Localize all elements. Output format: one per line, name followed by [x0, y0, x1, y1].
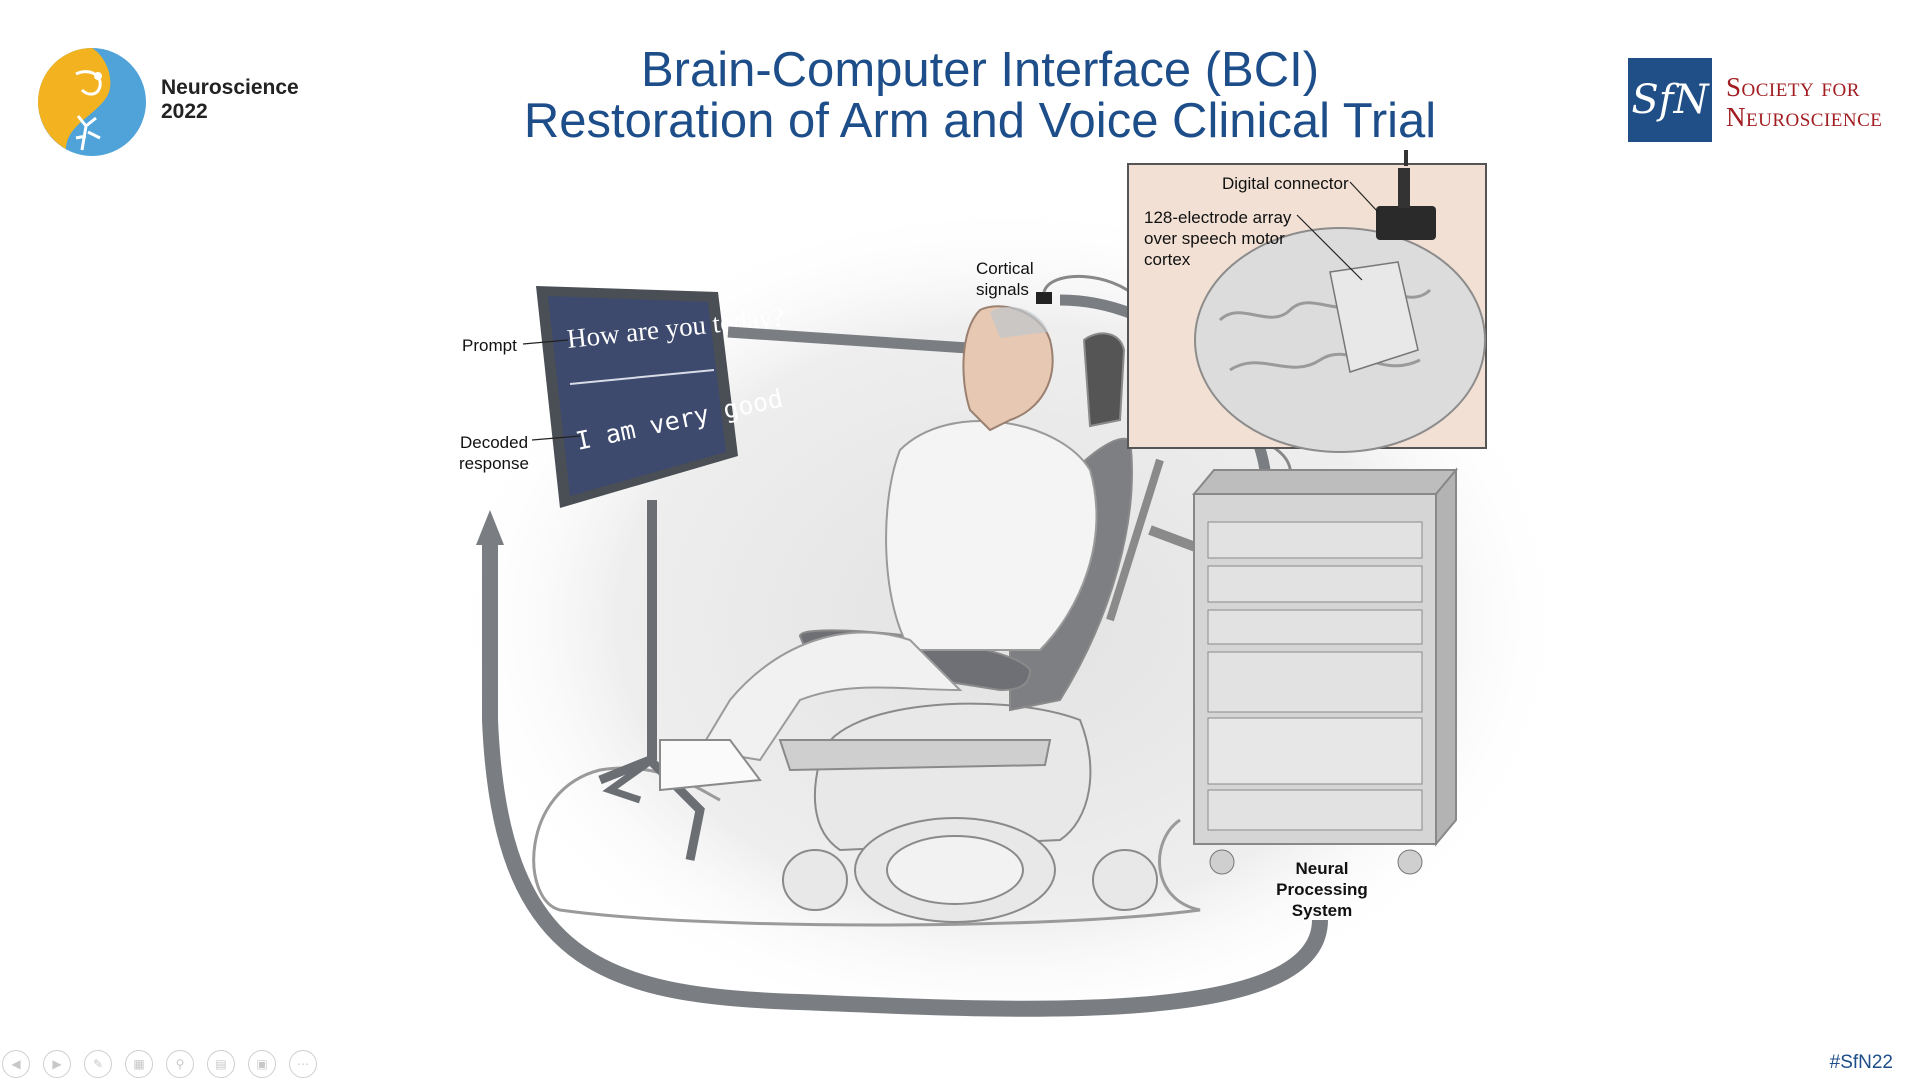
- head-connector: [1036, 292, 1052, 304]
- sfn-logo: SfN Society for Neuroscience: [1628, 58, 1908, 144]
- cortical-signals-label: Cortical signals: [976, 258, 1034, 300]
- brain-circle-icon: [38, 48, 146, 156]
- more-icon[interactable]: ⋯: [289, 1050, 317, 1078]
- next-icon[interactable]: ▶: [43, 1050, 71, 1078]
- cortical-line-1: Cortical: [976, 259, 1034, 278]
- decoded-response-label: Decoded response: [459, 432, 529, 474]
- title-line-2: Restoration of Arm and Voice Clinical Tr…: [523, 94, 1437, 148]
- electrode-array-label: 128-electrode array over speech motor co…: [1144, 207, 1291, 270]
- presenter-toolbar: ◀ ▶ ✎ ▦ ⚲ ▤ ▣ ⋯: [2, 1050, 317, 1080]
- patient: [659, 305, 1098, 792]
- sfn-mark: SfN: [1628, 58, 1712, 142]
- prompt-label: Prompt: [462, 336, 517, 355]
- nps-line-3: System: [1291, 901, 1353, 920]
- array-line-3: cortex: [1144, 250, 1191, 269]
- logo-line-1: Neuroscience: [161, 76, 299, 99]
- neural-processing-label: Neural Processing System: [1262, 858, 1382, 921]
- camera-icon[interactable]: ▣: [248, 1050, 276, 1078]
- feedback-arrow: [482, 540, 1328, 1017]
- array-line-1: 128-electrode array: [1144, 208, 1292, 227]
- cortical-line-2: signals: [976, 280, 1029, 299]
- sfn-line-1: Society for: [1726, 72, 1860, 102]
- slides-icon[interactable]: ▦: [125, 1050, 153, 1078]
- digital-connector-label: Digital connector: [1222, 174, 1349, 193]
- decoded-line-2: response: [459, 454, 529, 473]
- sfn-line-2: Neuroscience: [1726, 102, 1883, 132]
- previous-icon[interactable]: ◀: [2, 1050, 30, 1078]
- subtitles-icon[interactable]: ▤: [207, 1050, 235, 1078]
- decoded-line-1: Decoded: [460, 433, 529, 452]
- feedback-arrow-head: [476, 510, 504, 545]
- neural-processing-rack: [1191, 467, 1459, 875]
- nps-line-2: Processing: [1276, 880, 1368, 899]
- electrode-array: [1329, 261, 1419, 373]
- pen-icon[interactable]: ✎: [84, 1050, 112, 1078]
- prompt-arrow: [727, 326, 969, 354]
- neuroscience-2022-logo: Neuroscience 2022: [36, 46, 299, 160]
- zoom-icon[interactable]: ⚲: [166, 1050, 194, 1078]
- array-line-2: over speech motor: [1144, 229, 1285, 248]
- slide-title: Brain-Computer Interface (BCI) Restorati…: [430, 44, 1530, 146]
- monitor-screen: [548, 296, 726, 496]
- title-line-1: Brain-Computer Interface (BCI): [640, 43, 1320, 97]
- brain-inset: [1127, 150, 1487, 453]
- brain-icon: [1194, 227, 1486, 453]
- cable: [532, 766, 1201, 927]
- hashtag: #SfN22: [1829, 1052, 1893, 1073]
- logo-line-2: 2022: [161, 100, 208, 124]
- digital-connector: [1376, 206, 1436, 240]
- nps-line-1: Neural: [1295, 859, 1349, 878]
